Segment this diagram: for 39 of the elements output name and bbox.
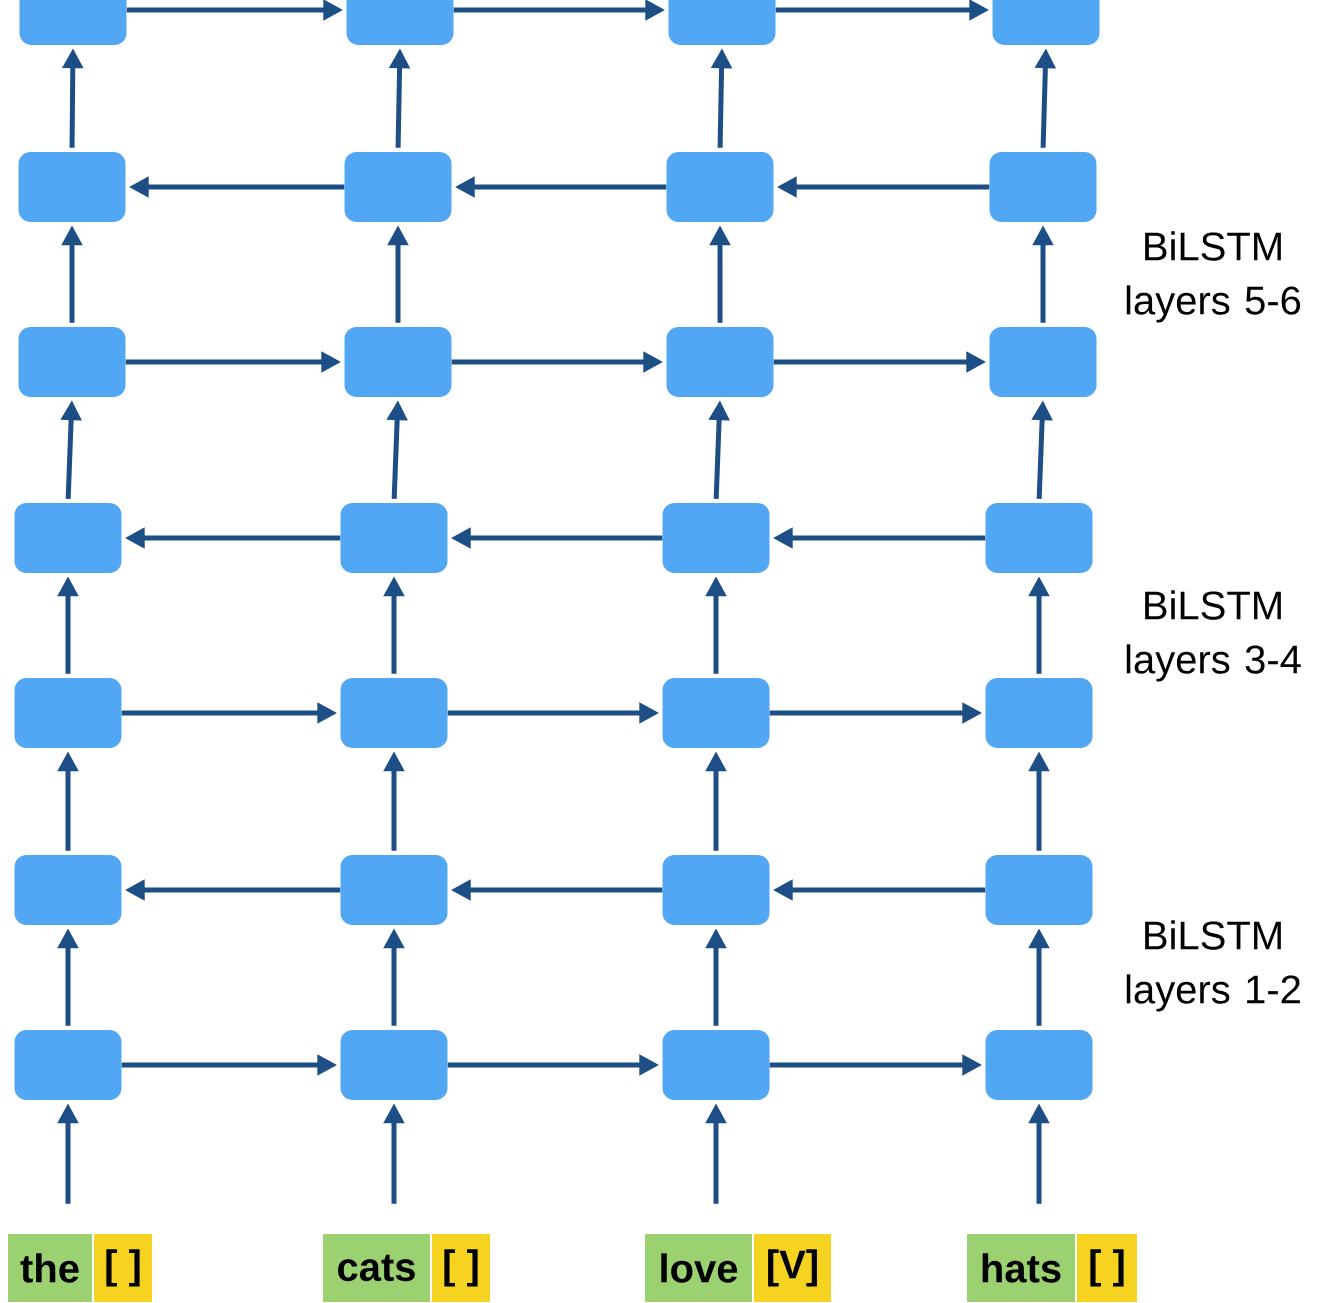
lstm-cell — [340, 1030, 448, 1100]
lstm-cell — [346, 0, 454, 45]
lstm-cell — [340, 678, 448, 748]
lstm-cell — [662, 1030, 770, 1100]
token-box: love — [645, 1234, 752, 1302]
lstm-cell — [14, 1030, 122, 1100]
lstm-cell — [985, 503, 1093, 573]
lstm-cell — [18, 327, 126, 397]
token-box: [V] — [754, 1234, 831, 1302]
lstm-cell — [344, 152, 452, 222]
lstm-cell — [992, 0, 1100, 45]
token-box: cats — [323, 1234, 430, 1302]
token-box: [ ] — [1077, 1234, 1137, 1302]
lstm-cell — [662, 855, 770, 925]
lstm-cell — [666, 327, 774, 397]
lstm-cell — [985, 678, 1093, 748]
token-box: hats — [967, 1234, 1075, 1302]
lstm-cell — [340, 503, 448, 573]
lstm-cell — [19, 0, 127, 45]
token-box: [ ] — [94, 1234, 152, 1302]
lstm-cell — [14, 855, 122, 925]
lstm-cell — [18, 152, 126, 222]
lstm-cell — [662, 503, 770, 573]
lstm-cell — [14, 503, 122, 573]
lstm-cell — [666, 152, 774, 222]
token-box: the — [8, 1234, 92, 1302]
lstm-cell — [14, 678, 122, 748]
lstm-cell — [985, 1030, 1093, 1100]
lstm-cell — [340, 855, 448, 925]
layer-label: BiLSTM layers 3-4 — [1126, 590, 1301, 682]
lstm-cell — [344, 327, 452, 397]
lstm-cell — [989, 152, 1097, 222]
token-box: [ ] — [432, 1234, 490, 1302]
layer-label: BiLSTM layers 5-6 — [1126, 231, 1301, 323]
lstm-cell — [989, 327, 1097, 397]
lstm-cell — [662, 678, 770, 748]
lstm-cell — [668, 0, 776, 45]
lstm-cell — [985, 855, 1093, 925]
layer-label: BiLSTM layers 1-2 — [1126, 920, 1300, 1012]
